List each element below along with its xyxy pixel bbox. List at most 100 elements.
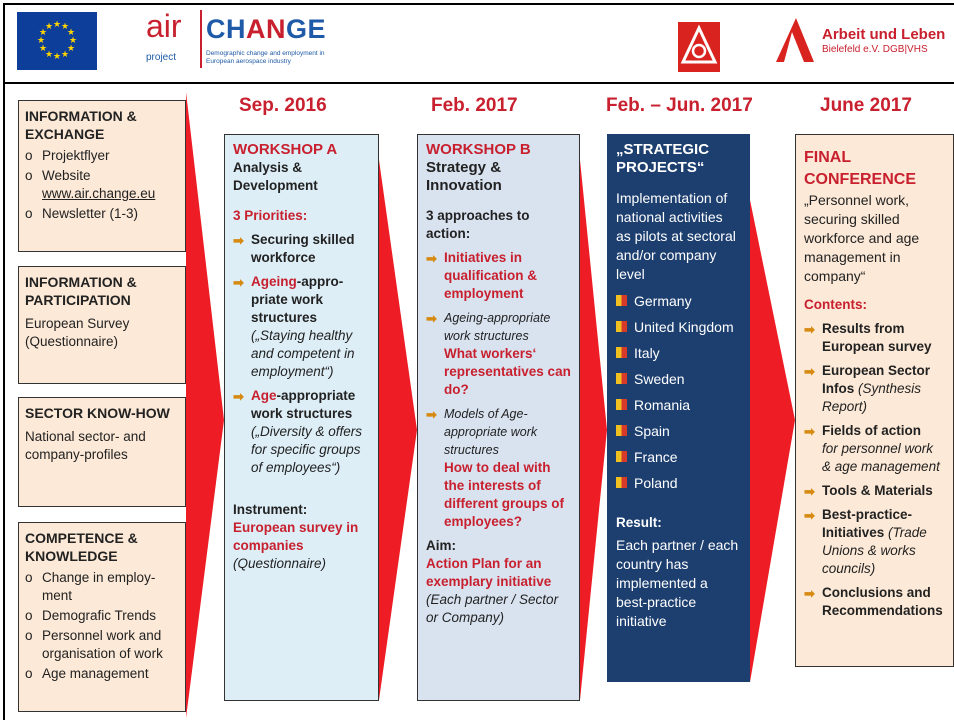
approach-item: ➡ Models of Age-appropriate work structu… [426, 407, 564, 529]
approach-item: ➡ Ageing-appropriate work structures Wha… [426, 311, 571, 397]
arrow-bullet-icon: ➡ [426, 311, 437, 326]
list-item: Newsletter (1-3) [25, 205, 179, 223]
svg-text:★: ★ [39, 44, 47, 54]
svg-text:★: ★ [61, 50, 69, 60]
country-item: Romania [616, 396, 741, 414]
box-text: European Survey (Questionnaire) [25, 316, 130, 349]
final-conference-column: FINAL CONFERENCE „Personnel work, securi… [795, 134, 954, 667]
box-title: COMPETENCE & KNOWLEDGE [25, 530, 138, 564]
box-title: INFORMATION & PARTICIPATION [25, 274, 137, 308]
svg-text:★: ★ [39, 28, 47, 38]
country-list: Germany United Kingdom Italy Sweden Roma… [616, 292, 741, 492]
workshop-b-title: WORKSHOP B [426, 141, 531, 158]
arrow-bullet-icon: ➡ [233, 275, 244, 290]
svg-text:★: ★ [53, 20, 61, 30]
approach-item: ➡ Initiatives in qualification & employm… [426, 250, 538, 301]
strategic-title: „STRATEGIC PROJECTS“ [616, 141, 710, 176]
arrow-bullet-icon: ➡ [233, 233, 244, 248]
list-item: Projektflyer [25, 147, 179, 165]
instrument-label: Instrument: [233, 502, 308, 517]
arrow-bullet-icon: ➡ [426, 251, 437, 266]
box-text: National sector- and company-profiles [25, 429, 146, 462]
instrument-text: European survey in companies [233, 520, 359, 553]
list-item: Change in employ-ment [25, 569, 179, 605]
competence-knowledge-box: COMPETENCE & KNOWLEDGE Change in employ-… [18, 522, 186, 712]
flag-icon [616, 321, 627, 332]
info-participation-box: INFORMATION & PARTICIPATION European Sur… [18, 266, 186, 384]
instrument-note: (Questionnaire) [233, 556, 327, 571]
timeline-sep-2016: Sep. 2016 [239, 95, 327, 116]
info-exchange-box: INFORMATION & EXCHANGE Projektflyer Webs… [18, 100, 186, 252]
workshop-b-column: WORKSHOP B Strategy & Innovation 3 appro… [417, 134, 580, 701]
website-link[interactable]: www.air.change.eu [42, 186, 156, 201]
arrow-bullet-icon: ➡ [804, 586, 815, 601]
svg-text:★: ★ [67, 28, 75, 38]
arrow-bullet-icon: ➡ [804, 364, 815, 379]
strategic-text: Implementation of national activities as… [616, 190, 736, 282]
flag-icon [616, 373, 627, 384]
country-item: Poland [616, 474, 741, 492]
arbeit-und-leben-subtitle: Bielefeld e.V. DGB|VHS [822, 44, 928, 55]
flag-icon [616, 451, 627, 462]
country-item: United Kingdom [616, 318, 741, 336]
strategic-projects-column: „STRATEGIC PROJECTS“ Implementation of n… [607, 134, 750, 682]
arbeit-und-leben-title: Arbeit und Leben [822, 26, 946, 43]
flag-icon [616, 399, 627, 410]
contents-label: Contents: [804, 297, 867, 312]
country-item: Sweden [616, 370, 741, 388]
ig-metall-logo [678, 22, 720, 72]
list-item: Demografic Trends [25, 607, 179, 625]
flag-icon [616, 295, 627, 306]
country-item: Spain [616, 422, 741, 440]
result-label: Result: [616, 515, 662, 530]
aim-text: Action Plan for an exemplary initiative [426, 556, 552, 589]
workshop-b-subtitle: Strategy & Innovation [426, 159, 502, 194]
workshop-a-column: WORKSHOP A Analysis & Development 3 Prio… [224, 134, 379, 701]
svg-text:★: ★ [53, 52, 61, 62]
content-item: ➡Tools & Materials [804, 483, 933, 499]
final-quote: „Personnel work, securing skilled workfo… [804, 192, 920, 284]
arrow-4 [750, 200, 795, 682]
arbeit-und-leben-logo-mark [776, 18, 814, 62]
timeline-feb-2017: Feb. 2017 [431, 95, 518, 116]
logo-air-text: air [146, 8, 182, 44]
result-text: Each partner / each country has implemen… [616, 537, 739, 629]
arrow-2 [379, 160, 417, 700]
svg-text:★: ★ [67, 44, 75, 54]
sector-know-how-box: SECTOR KNOW-HOW National sector- and com… [18, 397, 186, 507]
approaches-label: 3 approaches to action: [426, 208, 530, 241]
arrow-1 [186, 92, 224, 718]
eu-flag-logo: ★★★ ★★★ ★★★ ★★★ [17, 12, 97, 70]
slide-frame [3, 3, 954, 720]
priorities-label: 3 Priorities: [233, 208, 308, 223]
content-item: ➡Results from European survey [804, 321, 932, 354]
box-title: SECTOR KNOW-HOW [25, 405, 170, 421]
logo-subtitle: Demographic change and employment in Eur… [206, 50, 325, 65]
priority-item: ➡ Age-appropriate work structures („Dive… [233, 388, 363, 475]
logo-project-text: project [146, 52, 177, 63]
arrow-bullet-icon: ➡ [804, 322, 815, 337]
timeline-feb-jun-2017: Feb. – Jun. 2017 [606, 95, 753, 116]
content-item: ➡Conclusions and Recommendations [804, 585, 943, 618]
workshop-a-subtitle: Analysis & Development [233, 160, 318, 193]
aim-note: (Each partner / Sector or Company) [426, 592, 559, 625]
arrow-bullet-icon: ➡ [426, 407, 437, 422]
header-divider [5, 82, 954, 84]
content-item: ➡Best-practice-Initiatives (Trade Unions… [804, 507, 927, 576]
arrow-bullet-icon: ➡ [804, 484, 815, 499]
svg-text:★: ★ [45, 50, 53, 60]
svg-text:★: ★ [69, 36, 77, 46]
content-item: ➡European Sector Infos (Synthesis Report… [804, 363, 931, 414]
list-item: Age management [25, 665, 179, 683]
priority-item: ➡ Securing skilled workforce [233, 232, 355, 265]
arrow-bullet-icon: ➡ [233, 389, 244, 404]
flag-icon [616, 347, 627, 358]
country-item: France [616, 448, 741, 466]
logo-change-text: CHANGE [206, 14, 327, 44]
svg-text:★: ★ [61, 22, 69, 32]
country-item: Italy [616, 344, 741, 362]
arrow-3 [580, 160, 607, 700]
